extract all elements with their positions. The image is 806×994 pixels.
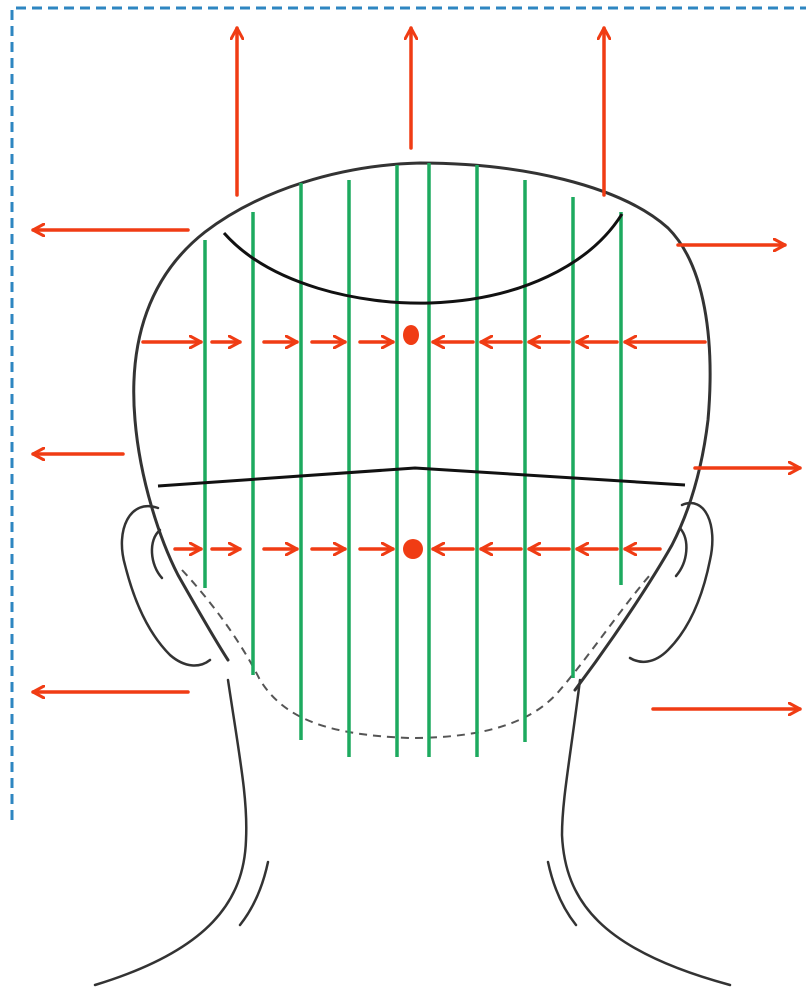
vertical-partings	[205, 163, 621, 757]
dashed-frame	[12, 8, 806, 820]
right-ear	[630, 503, 712, 662]
center-point-upper	[403, 325, 419, 345]
occipital-horizontal-section-line	[158, 468, 685, 486]
outward-arrows	[33, 28, 800, 709]
neck-and-shoulders	[95, 680, 730, 985]
center-point-lower	[403, 539, 423, 559]
crown-curved-section-line	[224, 214, 622, 303]
head-outline	[134, 163, 710, 690]
